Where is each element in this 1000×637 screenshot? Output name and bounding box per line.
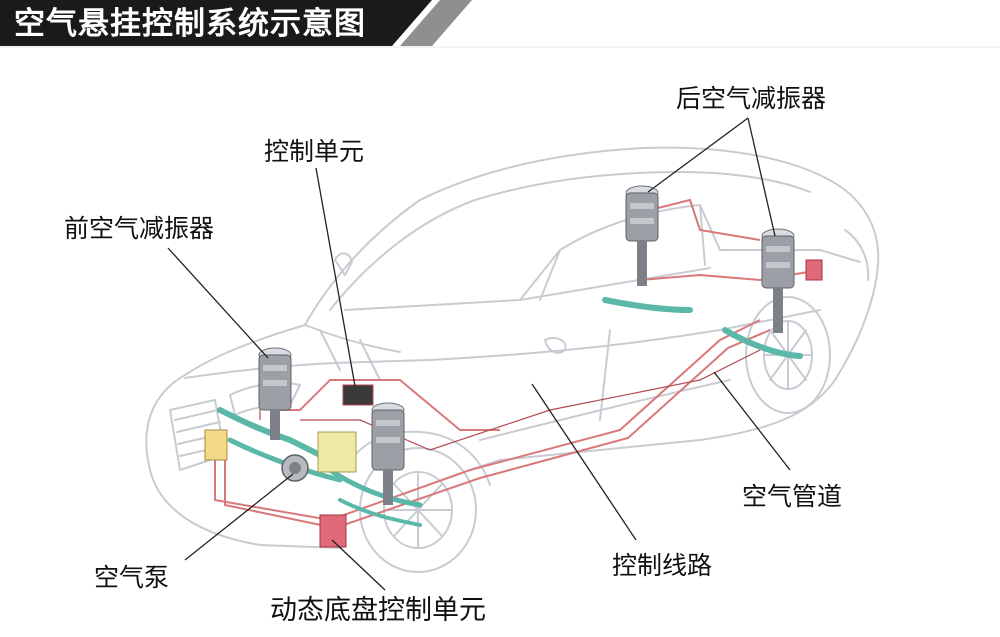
- leader-front-shock: [167, 247, 269, 359]
- leader-control-unit: [315, 167, 356, 387]
- leader-air-pump: [184, 473, 294, 561]
- page-title: 空气悬挂控制系统示意图: [14, 6, 366, 42]
- leader-control-wiring: [531, 383, 637, 541]
- label-front-air-shock: 前空气减振器: [64, 214, 215, 243]
- rear-suspension: [602, 185, 823, 359]
- label-air-pump: 空气泵: [94, 563, 170, 592]
- front-suspension: [204, 347, 423, 548]
- title-banner: 空气悬挂控制系统示意图: [0, 0, 1000, 52]
- leader-rear-shock-left: [647, 117, 749, 193]
- front-right-air-shock: [371, 402, 405, 505]
- reservoir: [317, 431, 357, 473]
- leader-air-line: [713, 371, 791, 471]
- dynamic-chassis-unit-box: [319, 514, 347, 548]
- battery: [204, 429, 228, 461]
- rear-right-air-shock: [761, 228, 795, 333]
- leader-rear-shock-right: [747, 117, 776, 237]
- leader-lines: [167, 117, 791, 591]
- control-unit-box: [342, 384, 374, 406]
- title-banner-shape: [0, 0, 1000, 48]
- label-air-line: 空气管道: [742, 482, 843, 511]
- rear-valve-block: [805, 259, 823, 281]
- rear-left-air-shock: [625, 185, 659, 286]
- label-control-unit: 控制单元: [264, 137, 365, 166]
- leader-dynamic-chassis-unit: [331, 539, 386, 591]
- label-control-wiring: 控制线路: [612, 551, 713, 580]
- label-dynamic-chassis-control-unit: 动态底盘控制单元: [270, 595, 486, 626]
- label-rear-air-shock: 后空气减振器: [676, 84, 827, 113]
- front-left-air-shock: [258, 347, 292, 440]
- air-pump: [281, 454, 309, 482]
